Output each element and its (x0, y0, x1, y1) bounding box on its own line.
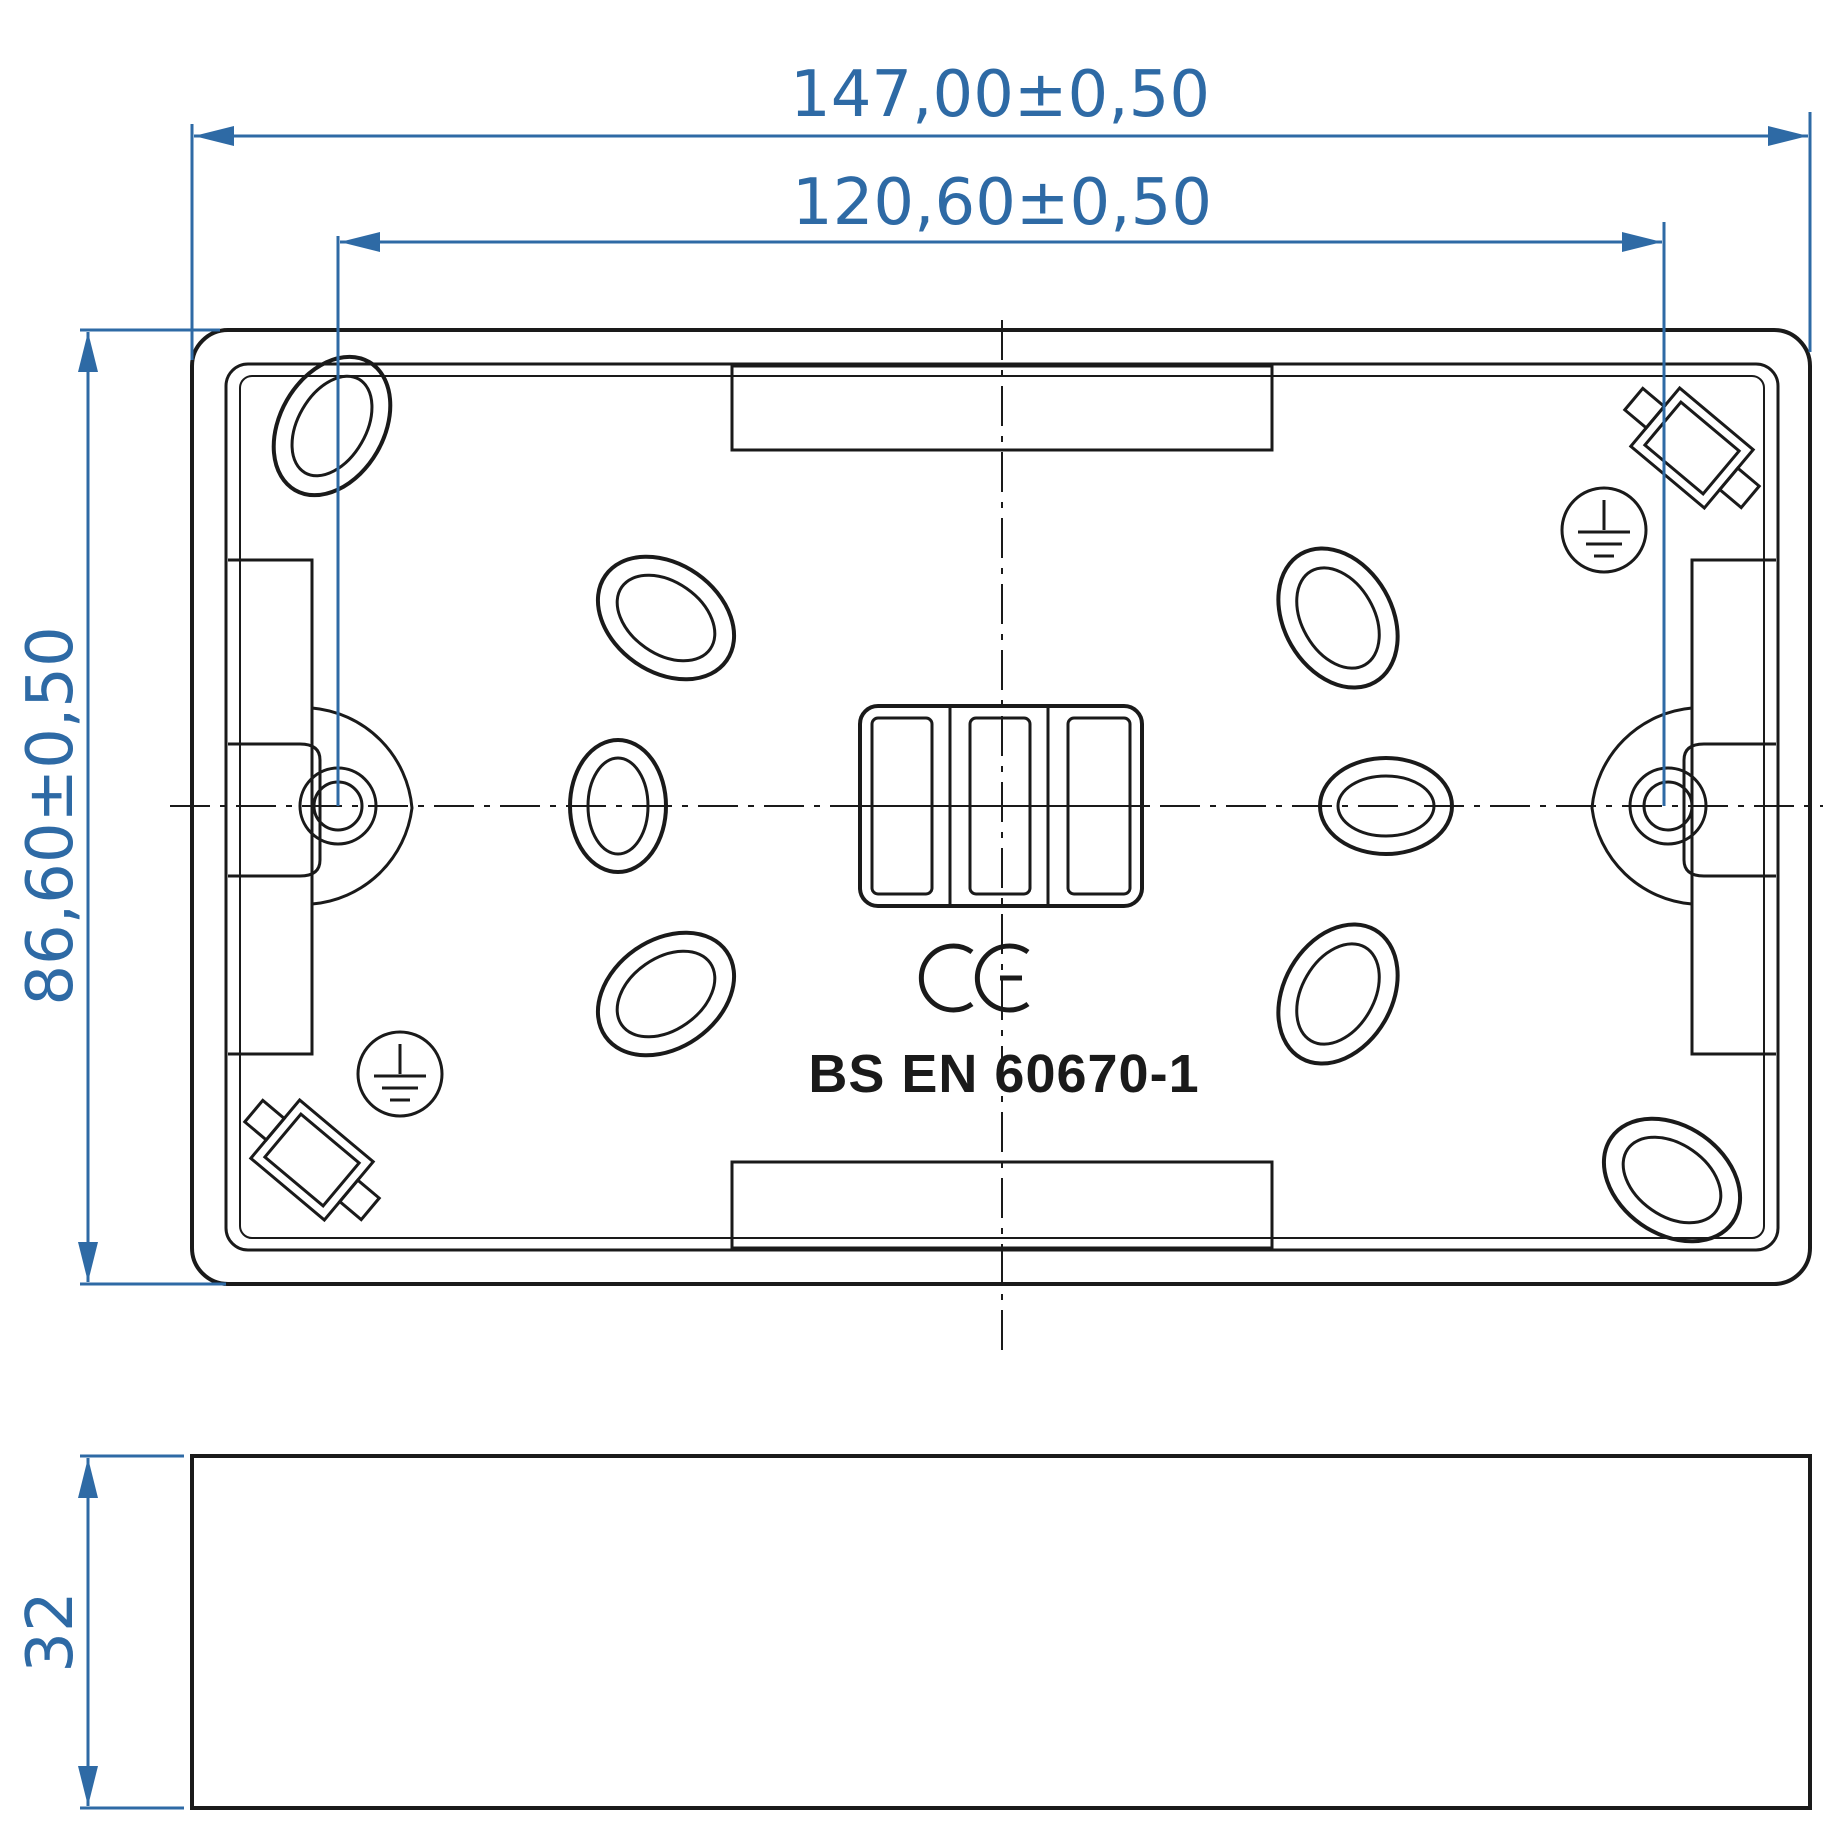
knockout-slot-left-upper (595, 554, 737, 682)
knockout-slot-right-upper (1276, 546, 1400, 690)
overall-height-label: 86,60±0,50 (14, 626, 88, 1005)
knockout-slot-right-lower (1276, 922, 1400, 1066)
center-lines (170, 320, 1823, 1350)
overall-width-label: 147,00±0,50 (790, 58, 1210, 132)
top-knockout-tab (730, 364, 1274, 452)
knockout-slot-bottom-right (1601, 1116, 1743, 1244)
dimension-lines (78, 112, 1812, 1810)
hole-spacing-label: 120,60±0,50 (792, 166, 1212, 240)
top-view (170, 320, 1823, 1350)
earth-terminal-bottom-left (242, 1097, 382, 1223)
knockout-slot-left-lower (595, 930, 737, 1058)
earth-ground-icon (356, 1030, 444, 1118)
earth-ground-icon (1560, 486, 1648, 574)
standard-marking: BS EN 60670-1 (808, 1044, 1199, 1104)
depth-label: 32 (14, 1591, 88, 1672)
side-view-outline (190, 1454, 1812, 1810)
ce-mark-icon (918, 943, 1030, 1013)
knockout-slot-top-left (271, 354, 393, 498)
